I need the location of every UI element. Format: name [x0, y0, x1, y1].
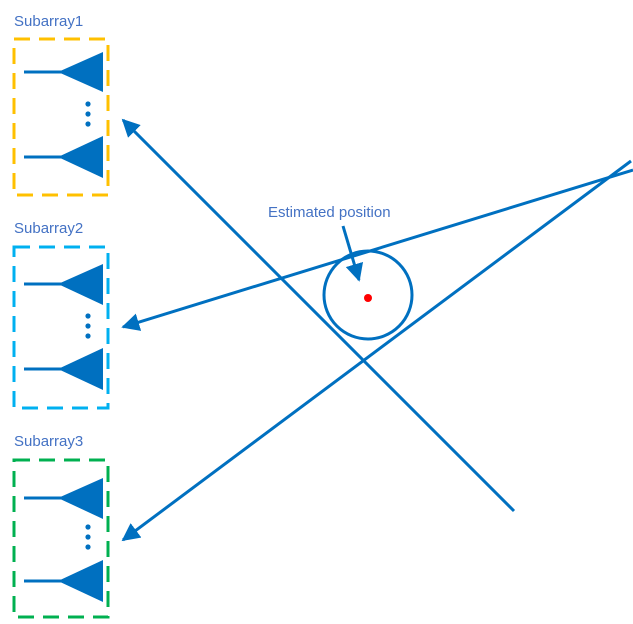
antenna-icon	[24, 348, 103, 390]
vertical-ellipsis-icon	[85, 313, 91, 339]
doa-line-subarray-2	[121, 168, 633, 331]
subarray-1-label: Subarray1	[14, 13, 83, 30]
estimated-position-label: Estimated position	[268, 204, 391, 221]
antenna-icon	[24, 264, 103, 305]
doa-line-subarray-1	[121, 118, 516, 513]
subarray-2-label: Subarray2	[14, 220, 83, 237]
doa-line-subarray-3	[121, 159, 632, 542]
antenna-icon	[24, 478, 103, 519]
estimated-position-point	[364, 294, 372, 302]
subarray-2: Subarray2	[12, 220, 110, 410]
subarray-3: Subarray3	[12, 433, 110, 619]
subarray-2-border	[12, 245, 110, 410]
antenna-icon	[24, 560, 103, 602]
vertical-ellipsis-icon	[85, 524, 91, 550]
estimated-position-pointer	[341, 225, 364, 282]
subarray-1: Subarray1	[12, 13, 110, 197]
vertical-ellipsis-icon	[85, 101, 91, 127]
uncertainty-circle	[322, 249, 414, 341]
antenna-icon	[24, 136, 103, 178]
subarray-3-label: Subarray3	[14, 433, 83, 450]
antenna-icon	[24, 52, 103, 92]
